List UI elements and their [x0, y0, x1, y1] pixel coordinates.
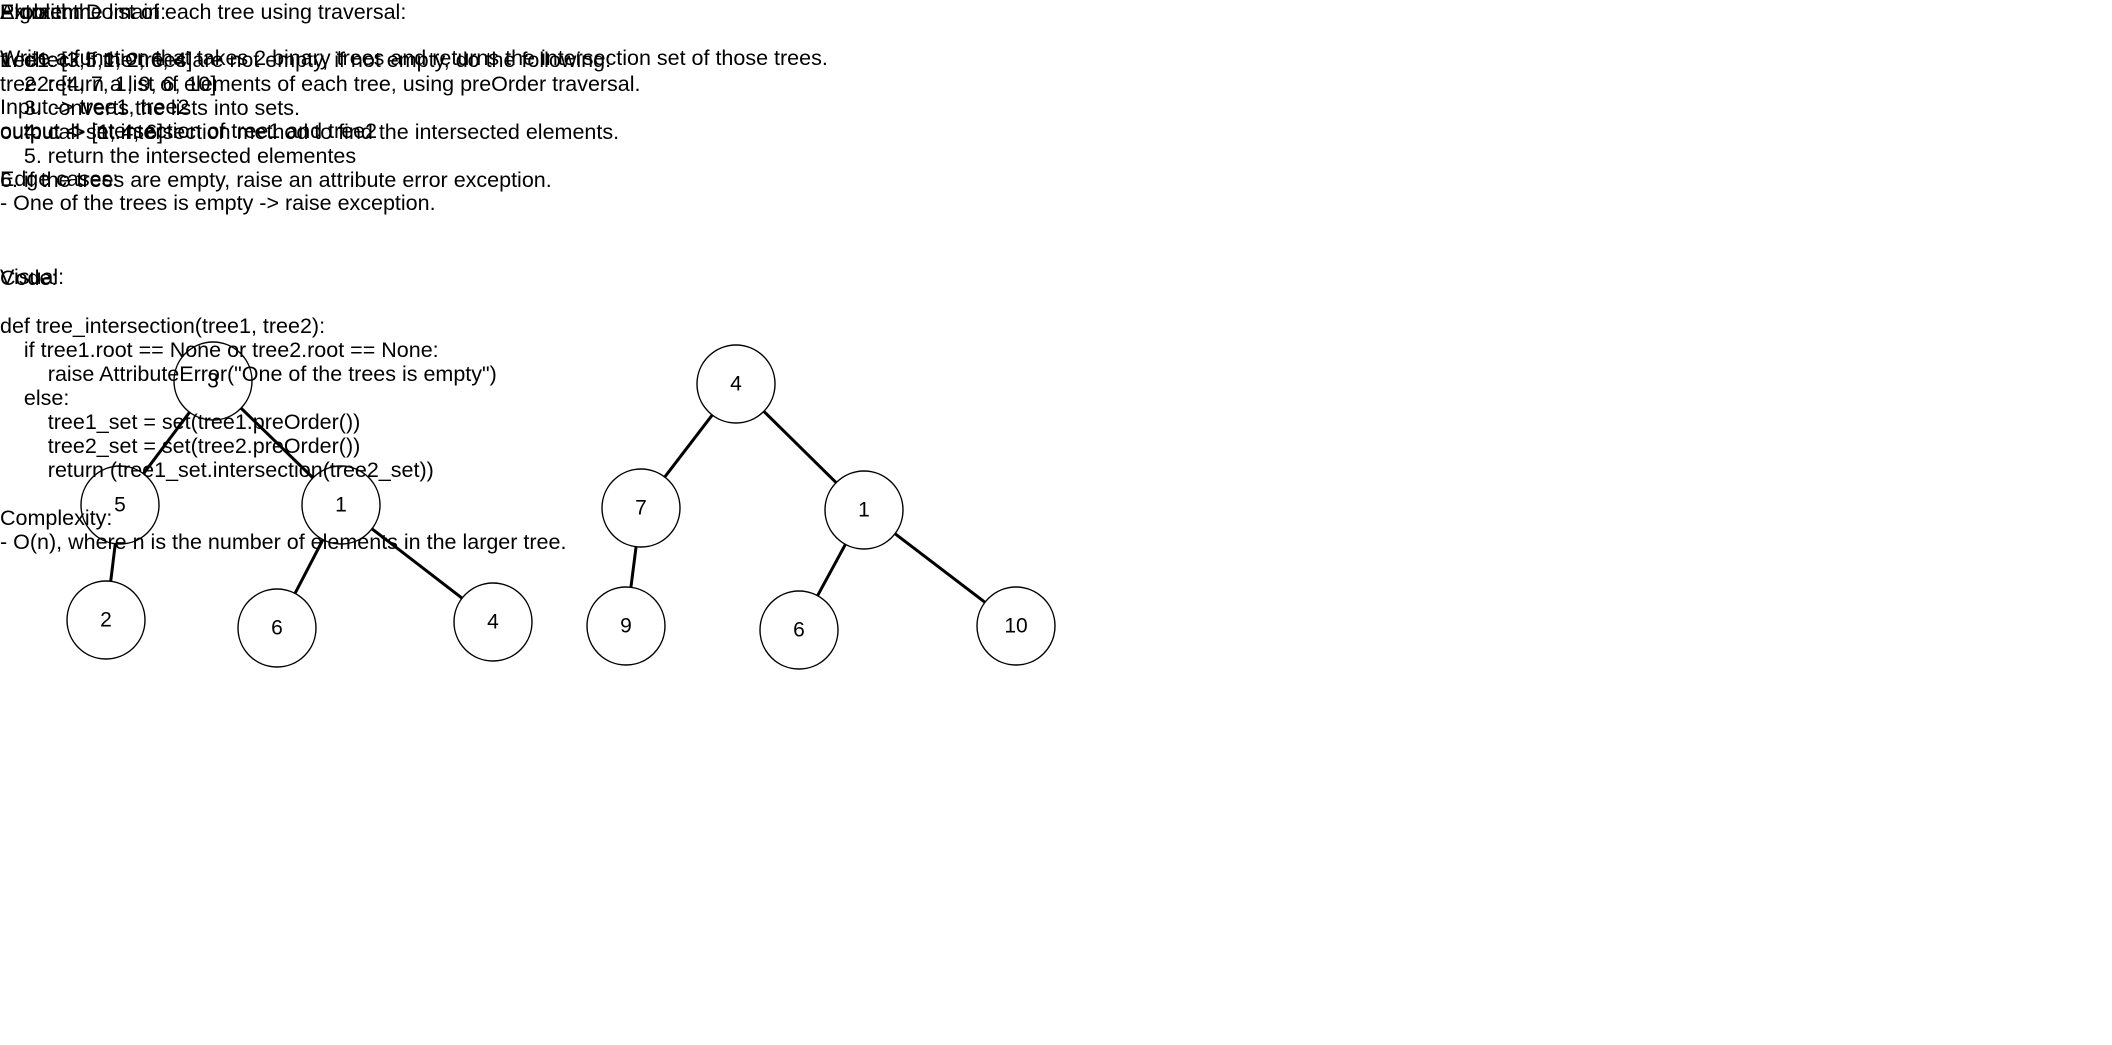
code-line: else: [0, 386, 70, 410]
tree2-list: tree2: [4, 7, 1, 9, 6, 10] [0, 72, 217, 96]
traversal-output: output -> [1, 4, 6] [0, 120, 164, 144]
algorithm-step: 5. return the intersected elementes [0, 144, 357, 168]
node-circle [66, 580, 146, 660]
traversal-heading: Extract the list of each tree using trav… [0, 0, 407, 24]
tree-node: 6 [759, 590, 839, 670]
node-circle [173, 341, 253, 421]
code-line: tree1_set = set(tree1.preOrder()) [0, 410, 361, 434]
node-value: 2 [100, 609, 112, 632]
code-line: return (tree1_set.intersection(tree2_set… [0, 458, 434, 482]
input-spec: Input -> tree1, tree2 [0, 95, 190, 119]
code-line: tree2_set = set(tree2.preOrder()) [0, 434, 361, 458]
problem-domain-heading: Problem Domain: [0, 0, 167, 24]
node-circle [237, 588, 317, 668]
code-heading: Code: [0, 266, 58, 290]
node-value: 10 [1004, 615, 1027, 638]
tree-node: 4 [453, 582, 533, 662]
node-value: 3 [207, 370, 219, 393]
tree-node: 5 [80, 465, 160, 545]
node-value: 6 [793, 619, 805, 642]
algorithm-heading: Algorithm: [0, 0, 97, 24]
tree-edge [109, 543, 117, 582]
tree-node: 9 [586, 586, 666, 666]
node-value: 1 [335, 494, 347, 517]
problem-description: Write a function that takes 2 binary tre… [0, 46, 828, 70]
tree-node: 1 [301, 465, 381, 545]
algorithm-step: 2. return a list of elements of each tre… [0, 72, 641, 96]
node-value: 4 [730, 373, 742, 396]
node-value: 4 [487, 611, 499, 634]
node-value: 1 [858, 499, 870, 522]
binary-trees-diagram: 3 5 2 1 6 4 4 7 9 1 6 10 [66, 341, 1056, 670]
node-circle [301, 465, 381, 545]
algorithm-step: 4. call set.intersection method to find … [0, 120, 620, 144]
node-circle [453, 582, 533, 662]
tree-node: 3 [173, 341, 253, 421]
node-circle [824, 470, 904, 550]
algorithm-step: 6. if the trees are empty, raise an attr… [0, 168, 552, 192]
node-circle [601, 468, 681, 548]
tree-node: 1 [824, 470, 904, 550]
tree-1: 3 5 2 1 6 4 [66, 341, 533, 668]
complexity-text: - O(n), where n is the number of element… [0, 530, 567, 554]
output-spec: output <- intersection of tree1 and tree… [0, 119, 378, 143]
tree-edge [239, 407, 315, 479]
algorithm-step: 3. converts the lists into sets. [0, 96, 300, 120]
tree-edge [293, 538, 325, 595]
tree-node: 4 [696, 344, 776, 424]
complexity-heading: Complexity: [0, 506, 113, 530]
node-circle [80, 465, 160, 545]
algorithm-step: 1. check if the trees are not empty, if … [0, 48, 612, 72]
node-circle [586, 586, 666, 666]
node-circle [696, 344, 776, 424]
tree-edge [142, 411, 191, 475]
code-line: def tree_intersection(tree1, tree2): [0, 314, 326, 338]
tree-2: 4 7 9 1 6 10 [586, 344, 1056, 670]
node-value: 9 [620, 615, 632, 638]
tree-edge [370, 527, 464, 600]
node-value: 5 [114, 494, 126, 517]
tree-edge [663, 414, 714, 478]
tree-edge [629, 546, 638, 588]
visual-heading: Visual: [0, 265, 65, 289]
edge-case-item: - One of the trees is empty -> raise exc… [0, 191, 436, 215]
tree-node: 6 [237, 588, 317, 668]
tree-edge [762, 410, 838, 484]
node-value: 6 [271, 617, 283, 640]
code-line: if tree1.root == None or tree2.root == N… [0, 338, 439, 362]
tree-node: 7 [601, 468, 681, 548]
code-line: raise AttributeError("One of the trees i… [0, 362, 497, 386]
tree-node: 2 [66, 580, 146, 660]
tree-node: 10 [976, 586, 1056, 666]
tree-edge [894, 532, 986, 604]
node-circle [759, 590, 839, 670]
node-circle [976, 586, 1056, 666]
node-value: 7 [635, 497, 647, 520]
tree1-list: tree1: [3,5,1, 2, 6, 4] [0, 48, 193, 72]
tree-edge [816, 543, 847, 597]
edge-cases-heading: Edge cases: [0, 167, 119, 191]
